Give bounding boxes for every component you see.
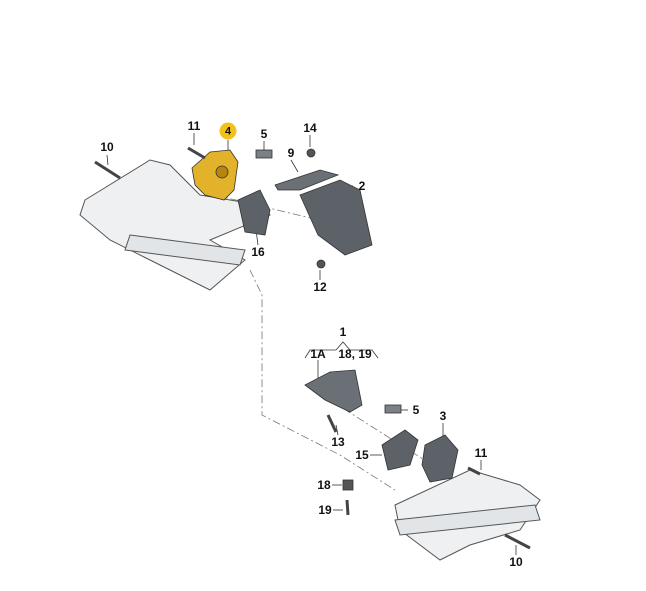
callout-5[interactable]: 5 (260, 127, 268, 141)
callout-13[interactable]: 13 (331, 435, 345, 449)
bracket-15 (381, 429, 419, 471)
bolt-11-bottom (467, 466, 481, 476)
callout-4-highlighted[interactable]: 4 (219, 122, 237, 140)
subframe-upper (79, 159, 271, 291)
callout-12[interactable]: 12 (313, 280, 327, 294)
callout-14[interactable]: 14 (303, 121, 317, 135)
bolt-13 (326, 414, 338, 433)
bracket-1 (304, 369, 363, 413)
callout-2[interactable]: 2 (358, 179, 366, 193)
heat-shield-9 (274, 169, 340, 191)
bushing-18 (342, 479, 354, 491)
bolt-12 (316, 259, 326, 269)
clip-5-top (255, 149, 273, 159)
bolt-10-top (94, 160, 121, 180)
bolt-14 (306, 148, 316, 158)
callout-18[interactable]: 18 (317, 478, 331, 492)
callout-15[interactable]: 15 (355, 448, 369, 462)
bracket-2 (299, 179, 373, 256)
callout-11[interactable]: 11 (187, 119, 201, 133)
clip-5-bottom (384, 404, 402, 414)
callout-5-lower[interactable]: 5 (412, 403, 420, 417)
callout-1[interactable]: 1 (339, 325, 347, 339)
transmission-mount-3 (421, 434, 459, 483)
callout-9[interactable]: 9 (287, 146, 295, 160)
callout-16[interactable]: 16 (251, 245, 265, 259)
bolt-19 (345, 499, 350, 516)
callout-19[interactable]: 19 (318, 503, 332, 517)
bracket-16 (237, 189, 271, 236)
callout-18-19[interactable]: 18, 19 (338, 347, 372, 361)
engine-mount-part-4 (191, 149, 239, 201)
callout-10-lower[interactable]: 10 (509, 555, 523, 569)
bolt-11-top (187, 146, 206, 160)
bolt-10-bottom (504, 533, 531, 550)
callout-1a[interactable]: 1A (310, 347, 326, 361)
callout-3[interactable]: 3 (439, 409, 447, 423)
callout-11-lower[interactable]: 11 (474, 446, 488, 460)
callout-10[interactable]: 10 (100, 140, 114, 154)
